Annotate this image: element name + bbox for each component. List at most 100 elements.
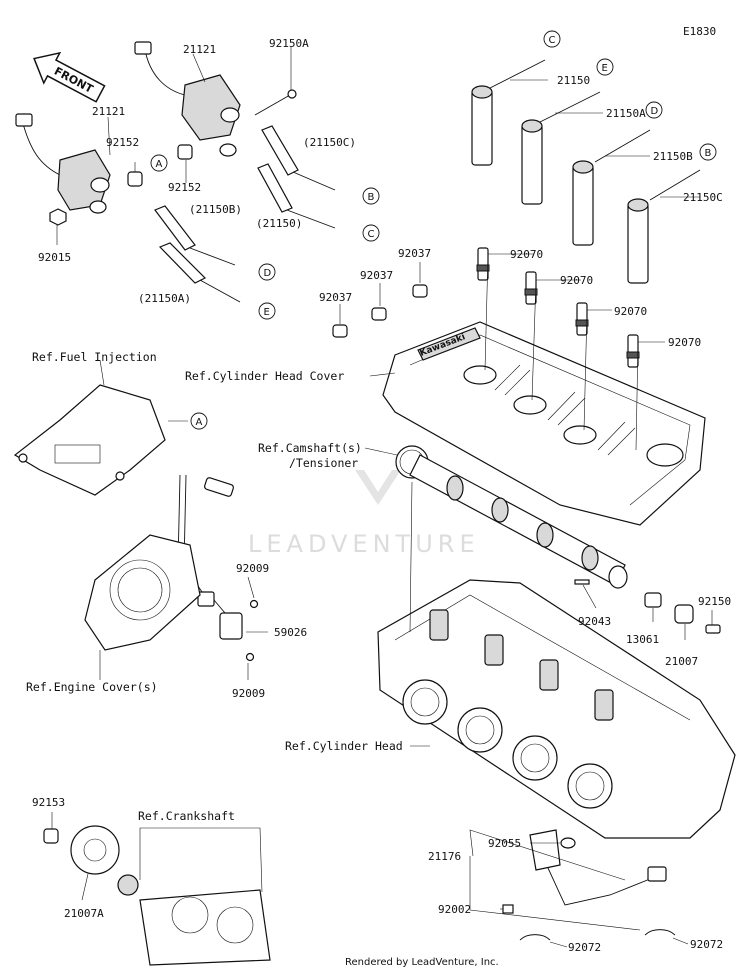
diagram-code: E1830 <box>683 25 716 38</box>
label-92037-c: 92037 <box>319 291 352 304</box>
plug-cap-21150 <box>471 59 546 166</box>
ref-engine-cover: Ref.Engine Cover(s) <box>26 680 158 694</box>
crank-sensor-21176 <box>529 829 667 906</box>
cylinder-head <box>377 579 736 839</box>
label-21150A-paren: (21150A) <box>138 292 191 305</box>
svg-text:A: A <box>196 417 203 428</box>
ref-camshaft-line1: Ref.Camshaft(s) <box>258 441 362 455</box>
label-92009-b: 92009 <box>232 687 265 700</box>
label-92072-b: 92072 <box>690 938 723 951</box>
bolt-92153 <box>43 828 59 844</box>
callout-A1: A <box>150 154 168 172</box>
o-ring-92055 <box>560 837 576 849</box>
ref-crankshaft: Ref.Crankshaft <box>138 809 235 823</box>
engine-cover <box>84 534 201 651</box>
ref-cylinder-head-cover: Ref.Cylinder Head Cover <box>185 369 344 383</box>
pin-92043 <box>574 579 590 585</box>
clip-92037-a <box>412 284 428 298</box>
label-21121-b: 21121 <box>183 43 216 56</box>
svg-text:B: B <box>368 192 375 203</box>
label-92153: 92153 <box>32 796 65 809</box>
plug-cap-21150C-coil <box>261 125 336 191</box>
callout-D2: D <box>258 263 276 281</box>
label-92070-c: 92070 <box>614 305 647 318</box>
label-92150: 92150 <box>698 595 731 608</box>
ref-fuel-injection: Ref.Fuel Injection <box>32 350 157 364</box>
collar-92152-a <box>127 171 143 187</box>
label-92152-b: 92152 <box>168 181 201 194</box>
cylinder-head-cover: Kawasaki <box>382 321 706 526</box>
label-92043: 92043 <box>578 615 611 628</box>
footer-credit: Rendered by LeadVenture, Inc. <box>345 957 499 968</box>
callout-A2: A <box>190 412 208 430</box>
label-21150B-paren: (21150B) <box>189 203 242 216</box>
svg-text:D: D <box>264 268 272 279</box>
bracket <box>13 384 166 496</box>
label-92009-a: 92009 <box>236 562 269 575</box>
svg-text:C: C <box>368 229 375 240</box>
plug-cap-21150-coil <box>257 163 336 229</box>
cam-sensor-59026 <box>213 599 243 640</box>
label-92070-b: 92070 <box>560 274 593 287</box>
crankshaft <box>117 874 271 966</box>
label-21150C-paren: (21150C) <box>303 136 356 149</box>
clamp-92072-a <box>519 934 551 941</box>
label-21007: 21007 <box>665 655 698 668</box>
label-21007A: 21007A <box>64 907 104 920</box>
bolt-92150 <box>705 624 721 634</box>
callout-E1: E <box>596 58 614 76</box>
label-92015: 92015 <box>38 251 71 264</box>
label-21150: 21150 <box>557 74 590 87</box>
label-13061: 13061 <box>626 633 659 646</box>
bolt-92009-b <box>245 652 255 662</box>
svg-text:E: E <box>602 63 608 74</box>
bush-21007 <box>674 604 694 624</box>
nut-92015 <box>49 208 67 226</box>
spark-plug-92070-d <box>626 334 640 368</box>
ref-camshaft-line2: /Tensioner <box>289 456 358 470</box>
label-92070-d: 92070 <box>668 336 701 349</box>
svg-text:D: D <box>651 106 659 117</box>
watermark-text: LEADVENTURE <box>248 530 480 558</box>
callout-C1: C <box>543 30 561 48</box>
label-92055: 92055 <box>488 837 521 850</box>
leader-lines <box>51 47 713 948</box>
label-92152-a: 92152 <box>106 136 139 149</box>
timing-rotor-21007A <box>70 825 120 875</box>
plug-cap-21150A-coil <box>158 242 241 303</box>
label-21150A: 21150A <box>606 107 646 120</box>
label-21121-a: 21121 <box>92 105 125 118</box>
label-21176: 21176 <box>428 850 461 863</box>
callout-C2: C <box>362 224 380 242</box>
label-92002: 92002 <box>438 903 471 916</box>
ref-cylinder-head: Ref.Cylinder Head <box>285 739 403 753</box>
clamp-92072-b <box>644 929 676 936</box>
callout-D1: D <box>645 101 663 119</box>
front-arrow-icon: FRONT <box>33 51 106 103</box>
callout-B1: B <box>362 187 380 205</box>
watermark: LEADVENTURE <box>248 470 480 558</box>
svg-text:C: C <box>549 35 556 46</box>
bolt-92009-a <box>249 599 259 609</box>
ignition-coil-left <box>15 113 111 214</box>
plug-cap-21150C <box>627 169 701 284</box>
clip-92037-c <box>332 324 348 338</box>
label-59026: 59026 <box>274 626 307 639</box>
callout-E2: E <box>258 302 276 320</box>
label-21150C: 21150C <box>683 191 723 204</box>
bolt-92150A <box>254 89 297 116</box>
label-92037-b: 92037 <box>360 269 393 282</box>
label-21150-paren: (21150) <box>256 217 302 230</box>
collar-92152-b <box>177 144 193 160</box>
camshaft <box>395 445 628 589</box>
plug-13061 <box>644 592 662 608</box>
plug-cap-21150B <box>572 129 651 246</box>
label-92070-a: 92070 <box>510 248 543 261</box>
label-92150A: 92150A <box>269 37 309 50</box>
svg-text:B: B <box>705 148 712 159</box>
bolt-92002 <box>502 904 514 914</box>
plug-cap-21150A <box>521 91 601 205</box>
ignition-coil-right <box>134 41 241 157</box>
callout-B2: B <box>699 143 717 161</box>
